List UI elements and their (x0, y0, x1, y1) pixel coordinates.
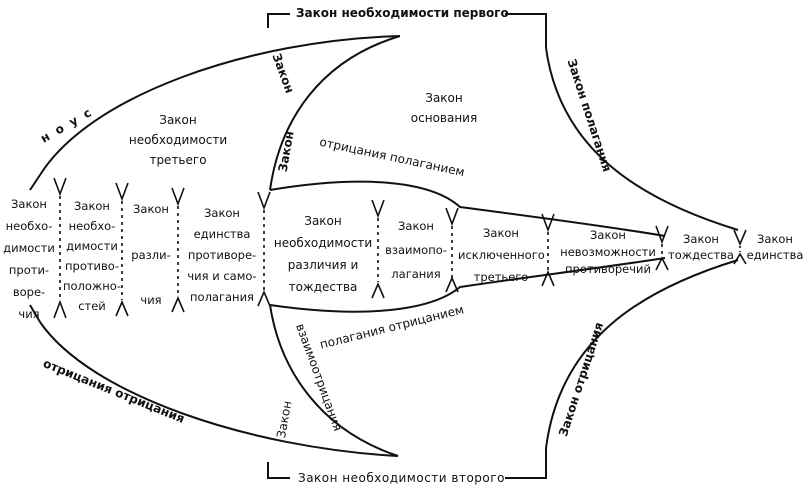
col1-line-4: проти- (8, 263, 50, 277)
col2-line-6: стей (78, 299, 106, 313)
third-necessity-line-2: необходимости (128, 133, 228, 147)
column-necessity-of-opposites: Закон необхо- димости противо- положно- … (62, 196, 122, 316)
col1-line-6: чия (18, 307, 40, 321)
col4-line-2: единства (193, 227, 251, 241)
col2-line-5: положно- (62, 279, 121, 293)
col5-line-2: необходимости (273, 236, 373, 250)
funnel-upper (269, 180, 666, 237)
col4-line-5: полагания (190, 290, 254, 304)
col8-line-2: невозможности (560, 245, 656, 259)
right-upper-arc (545, 47, 739, 231)
col1-line-2: необхо- (5, 219, 53, 233)
inner-lower-arc (269, 304, 399, 457)
col9-line-1: Закон (683, 232, 719, 246)
col1-line-3: димости (3, 241, 55, 255)
col7-line-1: Закон (483, 226, 519, 240)
bottom-law-label: Закон необходимости второго (298, 471, 505, 485)
column-necessity-of-contradiction: Закон необхо- димости проти- воре- чия (0, 193, 58, 325)
third-necessity-line-3: третьего (149, 153, 207, 167)
outer-left-lower-tail (29, 304, 41, 323)
funnel-lower (269, 257, 666, 313)
separator-marks (53, 177, 747, 319)
column-unity-of-contradiction: Закон единства противоре- чия и само- по… (184, 203, 260, 308)
col3-line-3: чия (140, 293, 162, 307)
outer-upper-arc (39, 35, 401, 176)
third-necessity-line-1: Закон (159, 113, 197, 127)
col1-line-5: воре- (12, 285, 46, 299)
right-lower-arc (545, 259, 739, 449)
col3-line-1: Закон (133, 202, 169, 216)
col10-line-1: Закон (757, 232, 793, 246)
column-impossibility: Закон невозможности противоречий (556, 227, 660, 278)
col6-line-2: взаимопо- (385, 243, 447, 257)
col2-line-4: противо- (65, 259, 119, 273)
grounds-block: Закон основания (398, 88, 490, 128)
col5-line-1: Закон (304, 214, 342, 228)
grounds-line-2: основания (410, 111, 478, 125)
inner-upper-arc (269, 35, 401, 191)
column-identity: Закон тождества (668, 231, 734, 263)
col2-line-2: необхо- (68, 219, 116, 233)
col7-line-2: исключенного (458, 248, 545, 262)
grounds-line-1: Закон (425, 91, 463, 105)
column-mutual-positing: Закон взаимопо- лагания (384, 214, 448, 286)
outer-left-upper-tail (29, 174, 41, 191)
outer-lower-arc (39, 321, 399, 457)
bottom-bracket (267, 448, 547, 479)
column-necessity-of-difference: Закон необходимости различия и тождества (270, 210, 376, 298)
top-law-label: Закон необходимости первого (296, 6, 509, 20)
col7-line-3: третьего (473, 270, 529, 284)
col6-line-1: Закон (398, 219, 434, 233)
col1-line-1: Закон (11, 197, 47, 211)
column-distinction-top: Закон (126, 202, 176, 216)
col2-line-3: димости (66, 239, 118, 253)
column-excluded-third: Закон исключенного третьего (458, 222, 545, 288)
col9-line-2: тождества (668, 248, 734, 262)
col4-line-1: Закон (204, 206, 240, 220)
column-unity: Закон единства (746, 231, 804, 263)
col5-line-4: тождества (288, 280, 358, 294)
col8-line-3: противоречий (565, 262, 651, 276)
col10-line-2: единства (746, 248, 804, 262)
col4-line-4: чия и само- (187, 269, 257, 283)
column-distinction-mid: разли- (126, 248, 176, 262)
column-distinction-bottom: чия (126, 293, 176, 307)
col8-line-1: Закон (590, 228, 626, 242)
col5-line-3: различия и (287, 258, 359, 272)
col3-line-2: разли- (131, 248, 171, 262)
col4-line-3: противоре- (187, 248, 257, 262)
col2-line-1: Закон (74, 199, 110, 213)
third-necessity-block: Закон необходимости третьего (124, 110, 232, 170)
top-bracket (267, 13, 547, 48)
col6-line-3: лагания (391, 267, 441, 281)
